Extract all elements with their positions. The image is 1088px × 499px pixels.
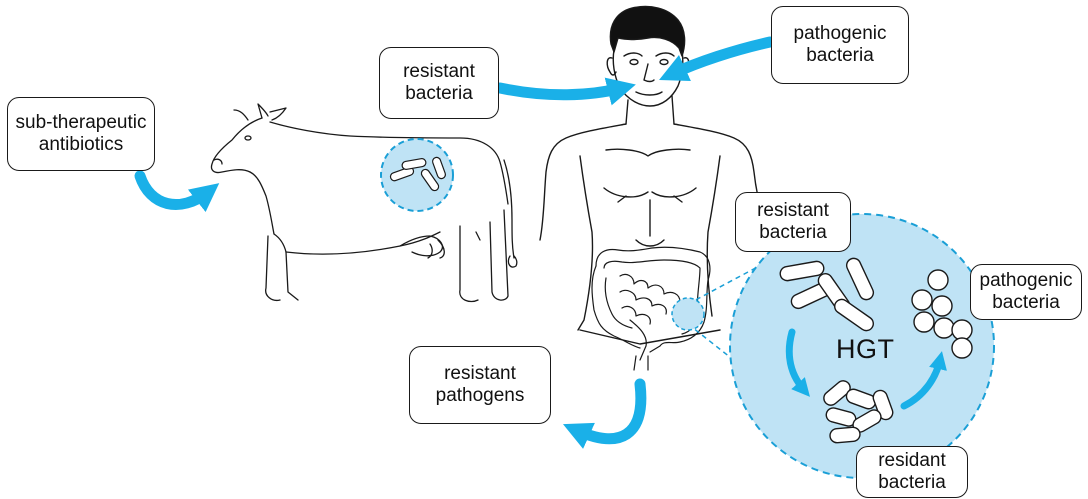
- arrow-gut-to-pathogens: [576, 384, 641, 439]
- label-sub-therapeutic-antibiotics: sub-therapeutic antibiotics: [7, 97, 155, 171]
- gut-zoom-bubble: [672, 214, 994, 478]
- arrow-resistant-to-mouth: [500, 88, 622, 95]
- label-pathogenic-bacteria-gut: pathogenic bacteria: [970, 264, 1082, 320]
- label-resistant-bacteria-top: resistant bacteria: [379, 47, 499, 119]
- human-illustration: [540, 7, 768, 345]
- cow-bacteria-bubble: [381, 139, 453, 211]
- label-resident-bacteria: residant bacteria: [856, 446, 968, 498]
- label-pathogenic-bacteria-top: pathogenic bacteria: [771, 6, 909, 84]
- label-hgt: HGT: [836, 334, 895, 365]
- label-resistant-bacteria-gut: resistant bacteria: [735, 192, 851, 252]
- arrow-antibiotics-to-cow: [140, 176, 208, 205]
- cow-illustration: [211, 104, 516, 302]
- label-resistant-pathogens: resistant pathogens: [409, 346, 551, 424]
